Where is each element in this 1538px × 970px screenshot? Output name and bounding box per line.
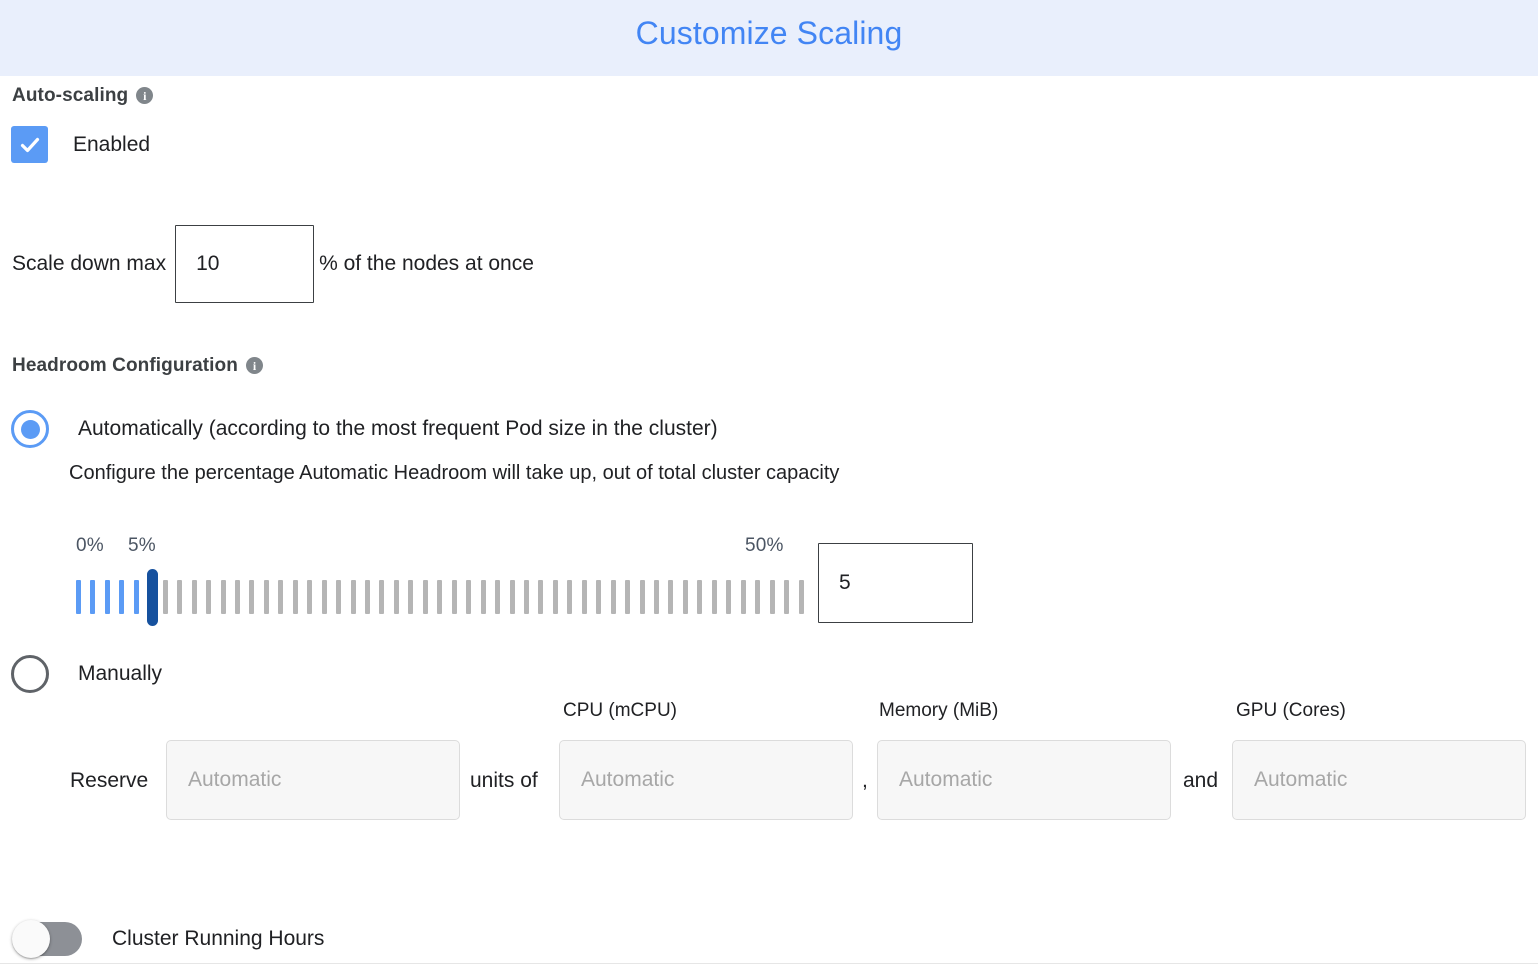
slider-tick: [755, 580, 761, 614]
auto-scaling-label: Auto-scaling: [12, 85, 129, 106]
slider-tick: [668, 580, 674, 614]
scale-down-max-suffix: % of the nodes at once: [319, 252, 534, 275]
slider-tick: [234, 580, 240, 614]
slider-tick: [682, 580, 688, 614]
slider-tick: [523, 580, 529, 614]
headroom-manual-row[interactable]: Manually: [11, 655, 162, 693]
gpu-field-label: GPU (Cores): [1236, 700, 1346, 721]
slider-tick: [321, 580, 327, 614]
page-title: Customize Scaling: [635, 15, 903, 51]
auto-scaling-section: Auto-scaling: [12, 85, 154, 107]
slider-tick: [654, 580, 659, 614]
slider-thumb[interactable]: [146, 569, 158, 626]
radio-manually-label: Manually: [78, 662, 163, 685]
slider-tick: [422, 580, 428, 614]
slider-tick: [393, 580, 399, 614]
slider-tick: [307, 580, 313, 614]
slider-tick: [162, 580, 168, 614]
headroom-automatic-description: Configure the percentage Automatic Headr…: [69, 462, 840, 484]
slider-tick: [466, 580, 472, 614]
slider-tick: [625, 580, 631, 614]
reserve-label: Reserve: [70, 769, 149, 792]
slider-tick: [798, 580, 804, 614]
slider-tick: [581, 580, 587, 614]
slider-tick: [408, 580, 414, 614]
slider-tick: [784, 580, 790, 614]
radio-automatic[interactable]: [11, 410, 49, 448]
cluster-running-hours-row[interactable]: Cluster Running Hours: [12, 920, 325, 958]
slider-tick: [206, 580, 212, 614]
slider-tick: [119, 580, 125, 614]
comma-separator: ,: [862, 769, 868, 792]
slider-tick: [509, 580, 515, 614]
units-of-label: units of: [470, 769, 538, 792]
slider-tick: [610, 580, 616, 614]
slider-tick: [697, 580, 703, 614]
slider-tick: [567, 580, 573, 614]
toggle-knob: [12, 920, 50, 958]
and-separator: and: [1183, 769, 1219, 792]
slider-tick: [350, 580, 356, 614]
radio-automatic-label: Automatically (according to the most fre…: [78, 417, 718, 440]
slider-tick: [379, 580, 385, 614]
headroom-automatic-row[interactable]: Automatically (according to the most fre…: [11, 410, 718, 448]
slider-track[interactable]: [76, 569, 806, 626]
slider-tick: [177, 580, 183, 614]
scale-down-max-input[interactable]: [175, 225, 315, 303]
slider-tick: [220, 580, 226, 614]
reserve-units-input[interactable]: [166, 740, 460, 820]
slider-tick: [278, 580, 284, 614]
bottom-divider: [0, 963, 1538, 964]
slider-tick: [336, 580, 342, 614]
slider-tick: [365, 580, 370, 614]
slider-tick: [76, 580, 81, 614]
slider-tick: [437, 580, 443, 614]
slider-tick: [263, 580, 269, 614]
slider-tick: [596, 580, 602, 614]
info-icon[interactable]: [136, 87, 154, 105]
slider-tick: [552, 580, 558, 614]
cluster-running-hours-toggle[interactable]: [12, 920, 82, 958]
scale-down-max-row: Scale down max % of the nodes at once: [12, 225, 534, 303]
scale-down-max-label: Scale down max: [12, 252, 167, 275]
memory-field-label: Memory (MiB): [879, 700, 999, 721]
slider-tick: [769, 580, 775, 614]
gpu-input[interactable]: [1232, 740, 1526, 820]
headroom-percentage-input[interactable]: [818, 543, 973, 623]
enabled-checkbox[interactable]: [11, 126, 48, 163]
slider-tick: [740, 580, 746, 614]
headroom-percentage-slider[interactable]: 0% 5% 50%: [76, 535, 806, 626]
slider-scale-labels: 0% 5% 50%: [76, 535, 806, 563]
slider-tick: [133, 580, 139, 614]
auto-scaling-enabled-row[interactable]: Enabled: [11, 126, 150, 163]
slider-tick: [249, 580, 255, 614]
radio-manually[interactable]: [11, 655, 49, 693]
slider-tick: [726, 580, 732, 614]
slider-tick: [538, 580, 544, 614]
slider-tick: [639, 580, 645, 614]
headroom-configuration-label: Headroom Configuration: [12, 355, 238, 376]
slider-tick: [191, 580, 197, 614]
slider-tick: [480, 580, 486, 614]
slider-tick: [451, 580, 457, 614]
slider-tick: [90, 580, 96, 614]
cluster-running-hours-label: Cluster Running Hours: [112, 927, 325, 950]
slider-min-label: 0%: [76, 535, 104, 556]
slider-tick: [292, 580, 298, 614]
panel-header: Customize Scaling: [0, 0, 1538, 76]
cpu-input[interactable]: [559, 740, 853, 820]
enabled-checkbox-label: Enabled: [73, 132, 151, 156]
headroom-configuration-section: Headroom Configuration: [12, 355, 263, 377]
slider-tick: [104, 580, 110, 614]
slider-tick: [711, 580, 717, 614]
slider-current-label: 5%: [128, 535, 156, 556]
cpu-field-label: CPU (mCPU): [563, 700, 677, 721]
info-icon[interactable]: [245, 357, 263, 375]
slider-tick: [495, 580, 501, 614]
memory-input[interactable]: [877, 740, 1171, 820]
slider-max-label: 50%: [745, 535, 784, 556]
